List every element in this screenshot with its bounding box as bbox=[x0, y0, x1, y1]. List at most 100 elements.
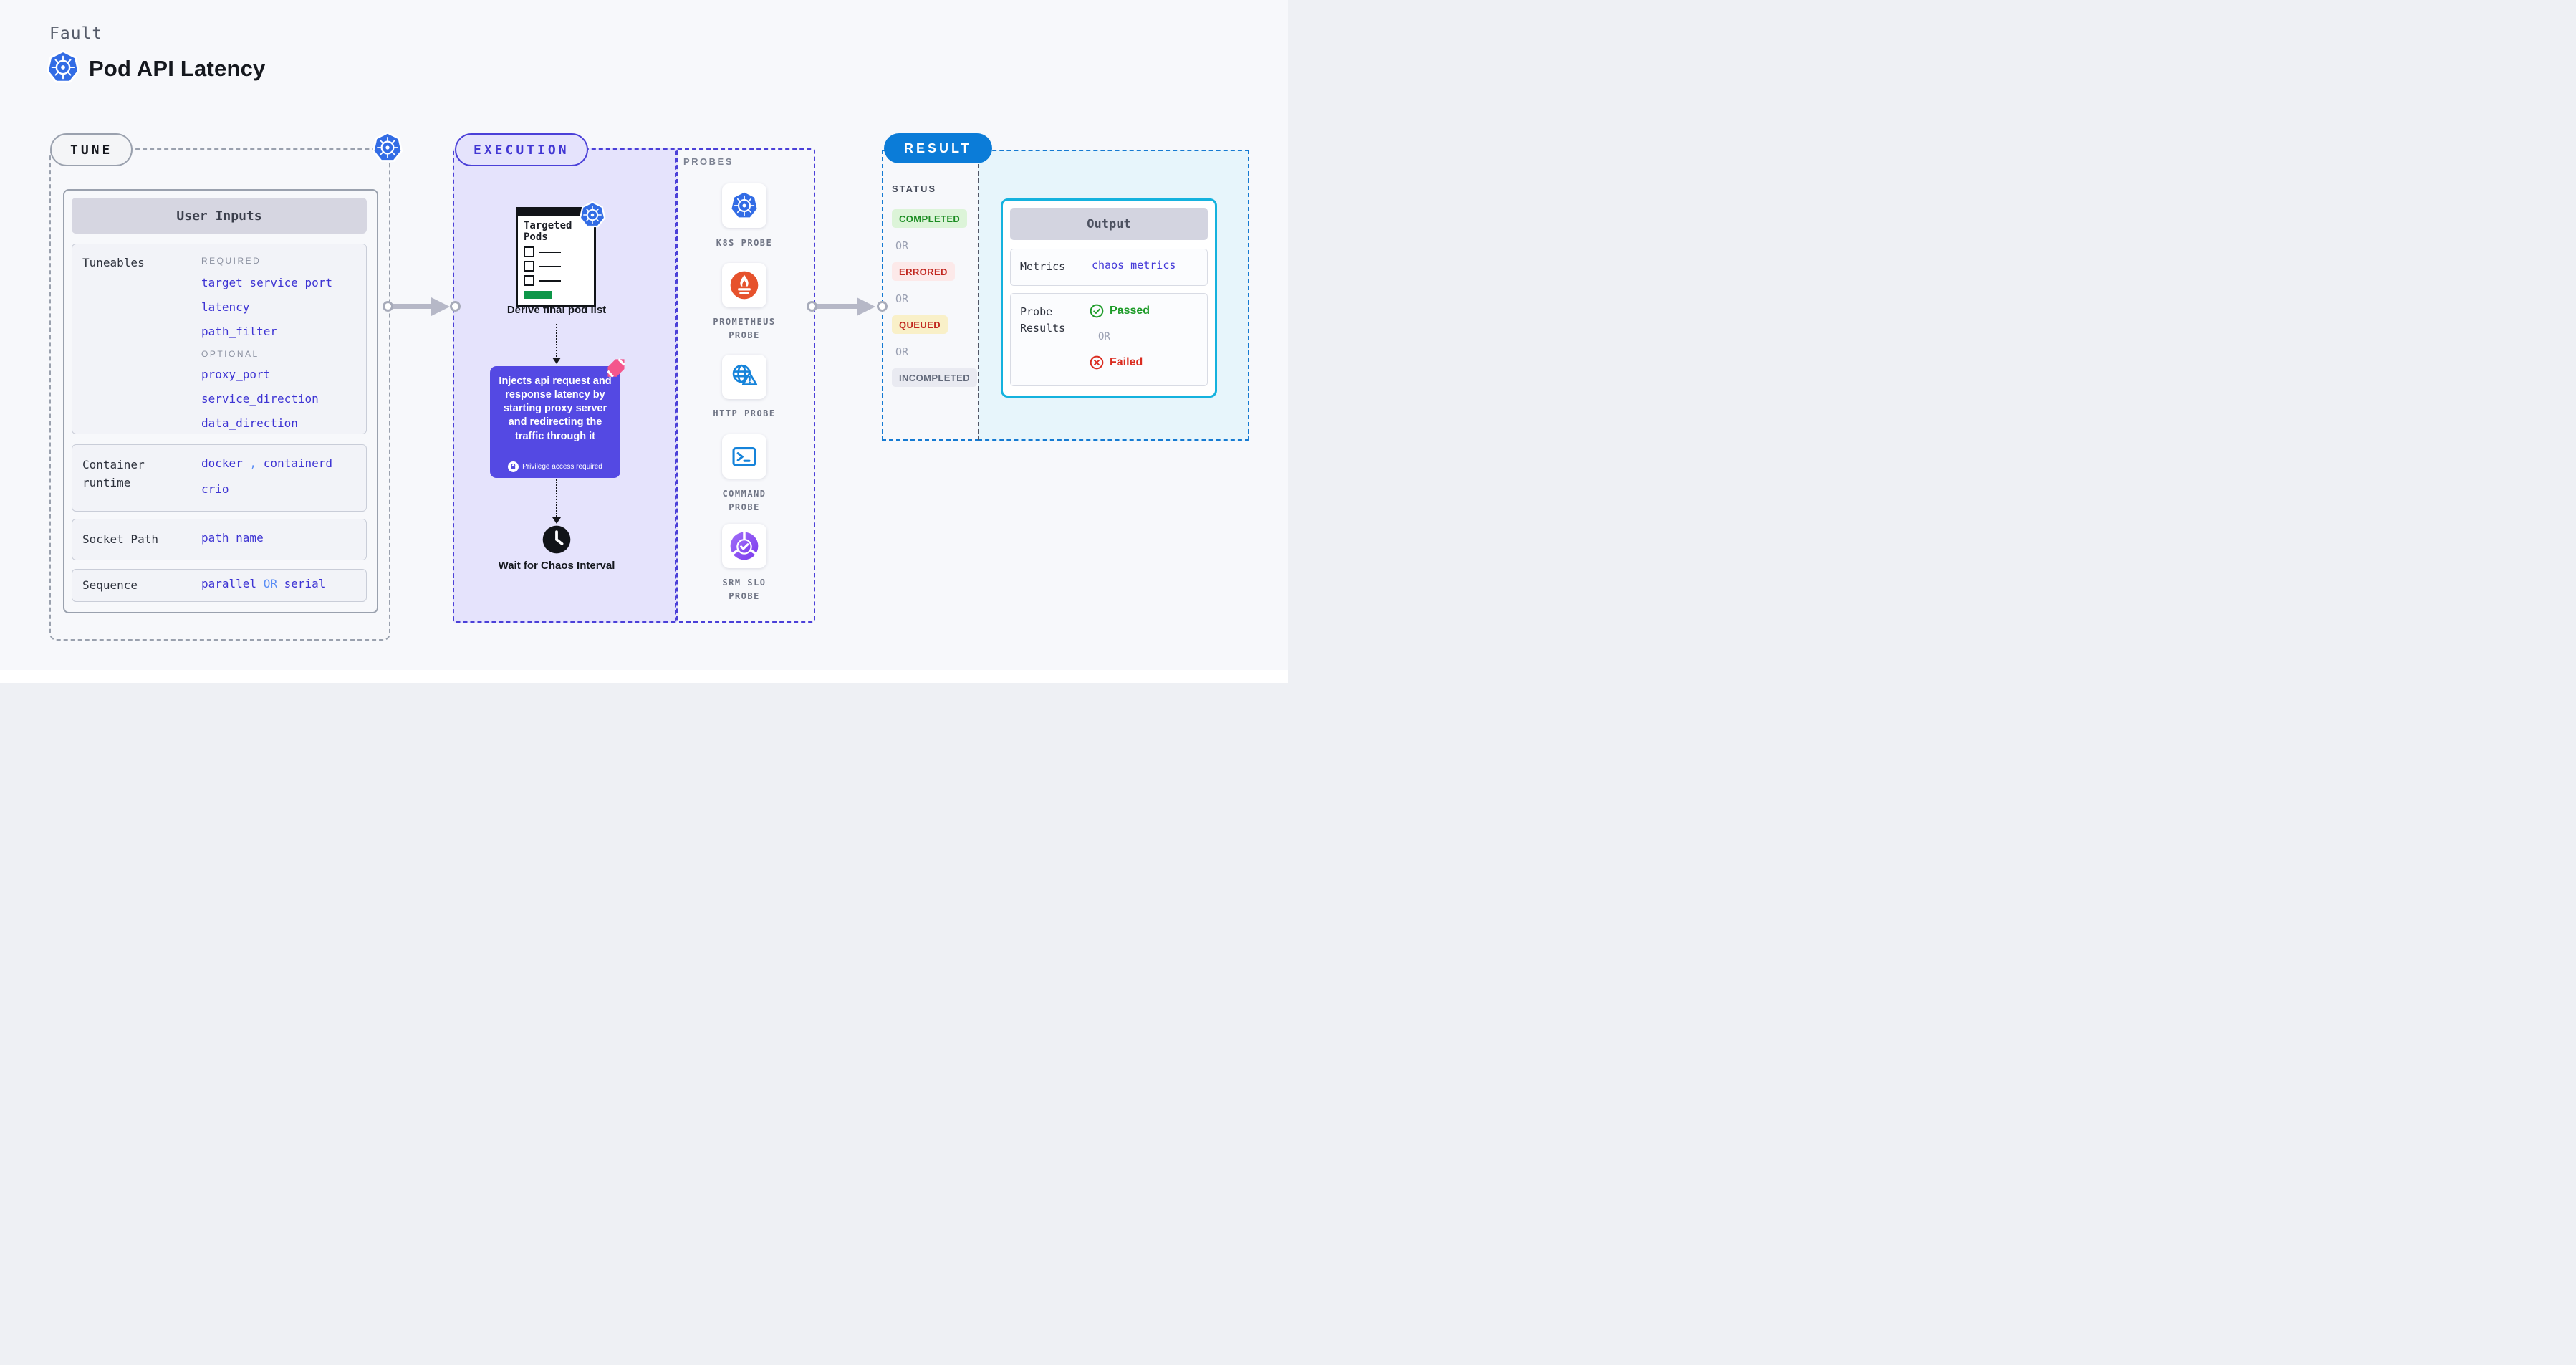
socket-path-label: Socket Path bbox=[82, 532, 158, 546]
prometheus-icon bbox=[730, 271, 759, 300]
checkbox-icon bbox=[524, 246, 534, 258]
probe-label: SRM SLO PROBE bbox=[722, 578, 766, 602]
output-card: Output Metrics chaos metrics Probe Resul… bbox=[1001, 198, 1217, 398]
flow-dotted-line bbox=[556, 479, 557, 517]
targeted-pods-box: Targeted Pods bbox=[516, 207, 596, 307]
or-label: OR bbox=[895, 292, 909, 305]
checkbox-icon bbox=[524, 275, 534, 287]
probe-card-command bbox=[722, 434, 766, 479]
tuneable-required-item: path_filter bbox=[201, 325, 277, 338]
probe-results-label: Probe Results bbox=[1020, 305, 1066, 335]
or-label: OR bbox=[895, 345, 909, 358]
container-runtime-label: Container runtime bbox=[82, 458, 145, 489]
progress-bar bbox=[524, 291, 552, 300]
probe-card-prometheus bbox=[722, 263, 766, 307]
globe-warning-icon bbox=[732, 364, 758, 385]
flow-arrowhead bbox=[857, 297, 875, 316]
probes-section bbox=[675, 148, 815, 623]
donut-check-icon bbox=[730, 530, 759, 560]
or-label: OR bbox=[1098, 331, 1110, 343]
kubernetes-icon bbox=[729, 191, 759, 219]
list-line bbox=[539, 265, 561, 267]
fault-eyebrow: Fault bbox=[49, 24, 103, 43]
or-label: OR bbox=[895, 239, 909, 252]
tune-badge: TUNE bbox=[50, 133, 133, 166]
tuneable-required-item: latency bbox=[201, 300, 250, 314]
wait-chaos-interval-label: Wait for Chaos Interval bbox=[498, 560, 615, 572]
tune-section bbox=[49, 148, 390, 641]
flow-arrowhead bbox=[552, 517, 561, 524]
tuneable-required-item: target_service_port bbox=[201, 276, 333, 289]
probe-label: K8S PROBE bbox=[716, 238, 773, 248]
output-title: Output bbox=[1010, 208, 1208, 240]
privilege-note-text: Privilege access required bbox=[522, 463, 602, 471]
flow-arrowhead bbox=[552, 358, 561, 364]
kubernetes-icon bbox=[372, 132, 403, 162]
metrics-value: chaos metrics bbox=[1092, 259, 1176, 272]
optional-label: OPTIONAL bbox=[201, 349, 259, 359]
status-label: STATUS bbox=[892, 183, 937, 194]
tuneables-row: Tuneables REQUIRED target_service_port l… bbox=[72, 244, 367, 434]
checkbox-icon bbox=[524, 261, 534, 272]
result-badge: RESULT bbox=[884, 133, 992, 163]
probe-card-http bbox=[722, 355, 766, 399]
required-label: REQUIRED bbox=[201, 256, 261, 266]
passed-label: Passed bbox=[1110, 305, 1150, 317]
passed-result: Passed bbox=[1090, 304, 1150, 318]
user-inputs-title: User Inputs bbox=[72, 198, 367, 234]
probe-label: PROMETHEUS PROBE bbox=[713, 317, 776, 341]
container-runtime-row: Container runtime docker , containerd cr… bbox=[72, 444, 367, 512]
status-badge-queued: QUEUED bbox=[892, 315, 948, 334]
pod-list-item bbox=[524, 275, 588, 287]
metrics-row: Metrics chaos metrics bbox=[1010, 249, 1208, 286]
list-line bbox=[539, 279, 561, 282]
kubernetes-icon bbox=[46, 50, 80, 83]
connector-node bbox=[877, 301, 888, 312]
kubernetes-icon bbox=[579, 201, 606, 228]
status-badge-incompleted: INCOMPLETED bbox=[892, 368, 978, 387]
socket-path-row: Socket Path path name bbox=[72, 519, 367, 560]
socket-path-value: path name bbox=[201, 531, 264, 545]
sequence-value: parallel OR serial bbox=[201, 577, 326, 590]
flow-dotted-line bbox=[556, 324, 557, 357]
probe-card-k8s bbox=[722, 183, 766, 228]
pod-api-latency-diagram: Fault Pod API Latency TUNE User Inputs T… bbox=[0, 0, 1288, 683]
status-badge-errored: ERRORED bbox=[892, 262, 955, 281]
connector-node bbox=[383, 301, 393, 312]
tuneables-label: Tuneables bbox=[82, 256, 145, 269]
sequence-row: Sequence parallel OR serial bbox=[72, 569, 367, 602]
probe-label: COMMAND PROBE bbox=[722, 489, 766, 513]
flow-arrowhead bbox=[431, 297, 450, 316]
privilege-note: Privilege access required bbox=[490, 461, 620, 472]
connector-node bbox=[450, 301, 461, 312]
terminal-icon bbox=[732, 447, 756, 466]
x-circle-icon bbox=[1090, 355, 1104, 370]
failed-result: Failed bbox=[1090, 355, 1143, 370]
page-title: Pod API Latency bbox=[89, 56, 266, 81]
bottom-strip bbox=[0, 670, 1288, 683]
lock-icon bbox=[508, 461, 519, 472]
failed-label: Failed bbox=[1110, 356, 1143, 368]
check-circle-icon bbox=[1090, 304, 1104, 318]
derive-pod-list-label: Derive final pod list bbox=[506, 304, 607, 316]
chaos-pink-icon bbox=[607, 358, 625, 378]
status-badge-completed: COMPLETED bbox=[892, 209, 968, 228]
tuneable-optional-item: data_direction bbox=[201, 416, 298, 430]
execution-badge: EXECUTION bbox=[455, 133, 588, 166]
sequence-label: Sequence bbox=[82, 578, 138, 592]
probe-results-row: Probe Results Passed OR Failed bbox=[1010, 293, 1208, 386]
targeted-pods-title: Targeted Pods bbox=[524, 220, 572, 244]
probe-label: HTTP PROBE bbox=[713, 408, 776, 418]
pod-list-item bbox=[524, 261, 588, 272]
tuneable-optional-item: service_direction bbox=[201, 392, 319, 406]
connector-node bbox=[807, 301, 817, 312]
pod-list-item bbox=[524, 246, 588, 258]
clock-icon bbox=[542, 525, 571, 554]
inject-description-box: Injects api request and response latency… bbox=[490, 358, 625, 478]
tuneable-optional-item: proxy_port bbox=[201, 368, 271, 381]
inject-description: Injects api request and response latency… bbox=[499, 375, 612, 442]
list-line bbox=[539, 251, 561, 253]
flow-arrow bbox=[393, 304, 433, 309]
probes-label: PROBES bbox=[683, 156, 734, 167]
user-inputs-card: User Inputs Tuneables REQUIRED target_se… bbox=[63, 189, 378, 613]
